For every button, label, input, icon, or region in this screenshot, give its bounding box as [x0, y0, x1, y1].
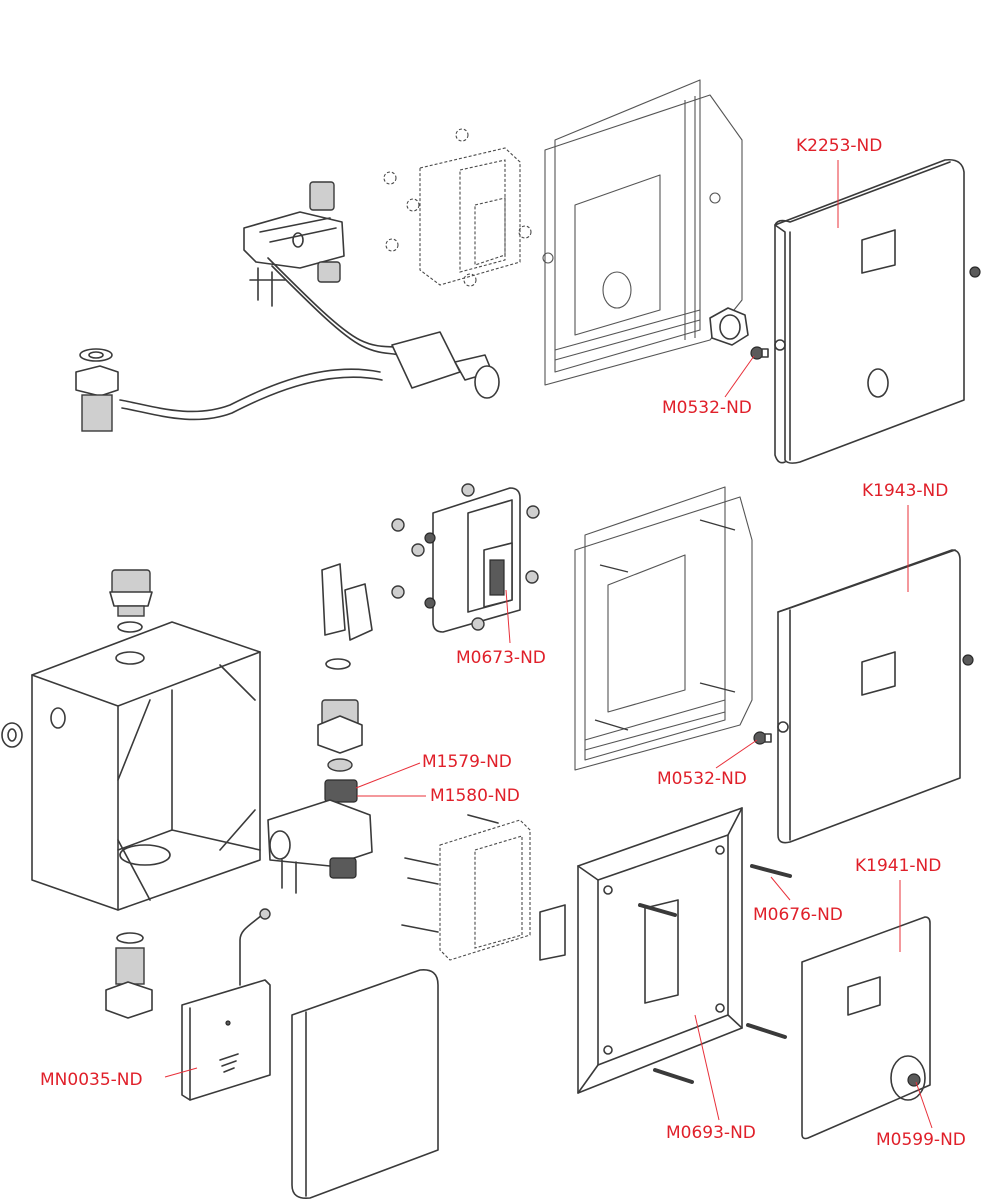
battery-box: [181, 908, 271, 1101]
blank-cover-plate: [291, 968, 439, 1200]
part-label-k1941: K1941-ND: [855, 856, 942, 876]
hose-top: [119, 257, 401, 421]
part-label-m0532-top: M0532-ND: [662, 398, 752, 418]
screw-middle: [753, 731, 772, 745]
lock-nut-top: [709, 307, 749, 346]
part-label-k2253: K2253-ND: [796, 136, 883, 156]
cover-plate-top: [774, 158, 981, 464]
part-label-m1580: M1580-ND: [430, 786, 520, 806]
mounting-tray-top: [542, 79, 743, 386]
part-label-k1943: K1943-ND: [862, 481, 949, 501]
wall-box: [1, 621, 261, 911]
electronics-box-outline-lower: [401, 814, 566, 961]
connector-bottom-left: [105, 932, 153, 1019]
sensor-tube-top: [391, 331, 500, 399]
part-label-m0673: M0673-ND: [456, 648, 546, 668]
mounting-frame: [577, 807, 792, 1094]
angle-fitting: [321, 563, 373, 670]
valve-fitting-upper: [317, 699, 363, 772]
leader-lines: [164, 160, 933, 1129]
solenoid-valve-middle: [267, 799, 373, 894]
part-label-m0676: M0676-ND: [753, 905, 843, 925]
part-label-m0532-middle: M0532-ND: [657, 769, 747, 789]
part-label-m0599: M0599-ND: [876, 1130, 966, 1150]
hose-fitting-top: [75, 348, 119, 432]
part-label-mn0035: MN0035-ND: [40, 1070, 143, 1090]
electronics-module: [391, 483, 540, 633]
mounting-tray-middle: [574, 486, 753, 771]
cover-plate-bottom: [801, 916, 931, 1140]
cover-plate-middle: [777, 549, 974, 844]
part-label-m0693: M0693-ND: [666, 1123, 756, 1143]
connector-top-left: [109, 569, 153, 633]
part-label-m1579: M1579-ND: [422, 752, 512, 772]
electronics-box-outline-top: [383, 128, 532, 287]
solenoid-valve-top: [243, 181, 345, 307]
valve-fitting-lower: [324, 779, 358, 803]
